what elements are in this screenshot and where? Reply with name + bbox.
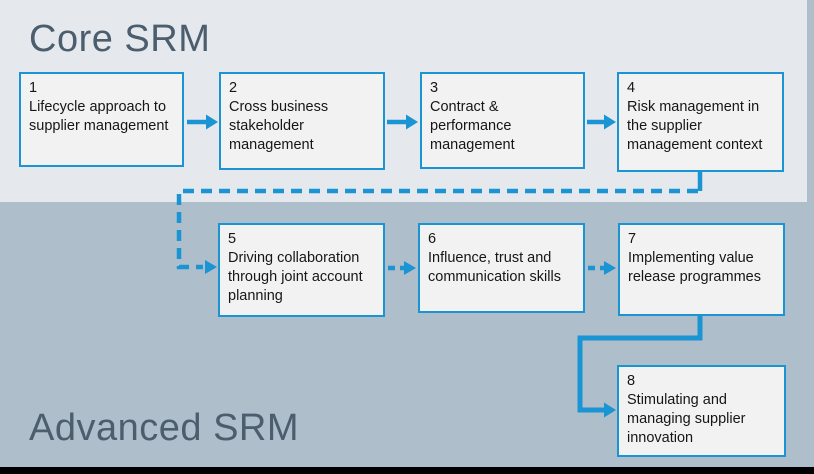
module-number: 7 <box>628 231 637 247</box>
module-number: 4 <box>627 80 636 96</box>
arrow-5-to-6 <box>388 261 416 275</box>
module-number: 5 <box>228 231 237 247</box>
advanced-srm-title: Advanced SRM <box>29 407 300 449</box>
module-number: 8 <box>627 373 636 389</box>
arrowhead-icon <box>406 114 418 130</box>
arrowhead-icon <box>206 114 218 130</box>
module-box-7: 7 Implementing value release programmes <box>618 223 785 316</box>
module-box-8: 8 Stimulating and managing supplier inno… <box>617 365 786 457</box>
module-box-2: 2 Cross business stakeholder management <box>219 72 385 170</box>
module-label: Contract & performance management <box>430 99 515 154</box>
arrow-6-to-7 <box>588 261 616 275</box>
module-number: 6 <box>428 231 437 247</box>
module-number: 3 <box>430 80 439 96</box>
connector-path <box>577 316 703 413</box>
module-label: Risk management in the supplier manageme… <box>627 99 763 154</box>
module-label: Driving collaboration through joint acco… <box>228 250 363 305</box>
bottom-border <box>0 467 814 474</box>
core-srm-title: Core SRM <box>29 18 211 60</box>
module-label: Cross business stakeholder management <box>229 99 329 154</box>
connector-4-to-5 <box>176 171 703 274</box>
connector-dashed-path <box>176 188 698 270</box>
module-label: Stimulating and managing supplier innova… <box>627 392 746 447</box>
arrow-1-to-2 <box>187 114 218 130</box>
module-label: Implementing value release programmes <box>628 250 761 286</box>
connector-7-to-8 <box>577 316 703 418</box>
arrow-2-to-3 <box>387 114 418 130</box>
module-box-3: 3 Contract & performance management <box>420 72 585 169</box>
module-number: 2 <box>229 80 238 96</box>
arrowhead-icon <box>404 261 416 275</box>
module-label: Influence, trust and communication skill… <box>428 250 561 286</box>
module-box-6: 6 Influence, trust and communication ski… <box>418 223 585 313</box>
arrowhead-icon <box>604 114 616 130</box>
module-label: Lifecycle approach to supplier managemen… <box>29 99 169 135</box>
arrow-3-to-4 <box>587 114 616 130</box>
arrowhead-icon <box>604 402 616 418</box>
arrowhead-icon <box>205 260 217 274</box>
module-number: 1 <box>29 80 38 96</box>
arrowhead-icon <box>604 261 616 275</box>
module-box-4: 4 Risk management in the supplier manage… <box>617 72 784 172</box>
module-box-5: 5 Driving collaboration through joint ac… <box>218 223 385 317</box>
module-box-1: 1 Lifecycle approach to supplier managem… <box>19 72 184 167</box>
